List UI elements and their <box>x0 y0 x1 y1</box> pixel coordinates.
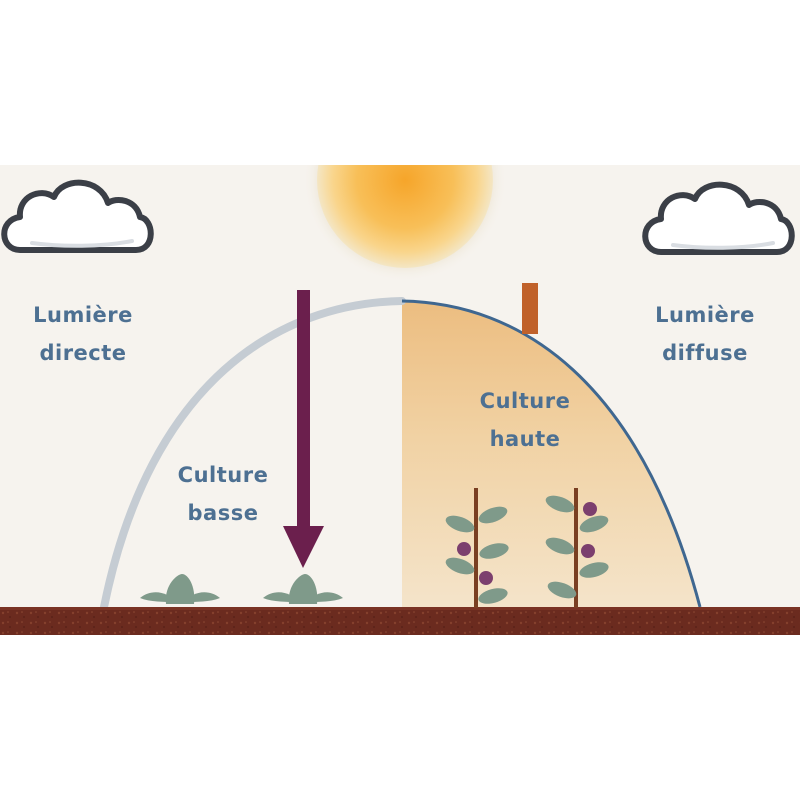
diffuse-light-label: Lumière diffuse <box>630 296 780 372</box>
sun-icon <box>303 165 507 282</box>
low-crop-label: Culture basse <box>148 456 298 532</box>
high-crop-label: Culture haute <box>450 382 600 458</box>
direct-light-label-line2: directe <box>39 341 127 365</box>
arrow-down-icon <box>283 290 324 568</box>
cloud-icon <box>1 179 154 253</box>
high-crop-label-line2: haute <box>489 427 561 451</box>
vent-pipe <box>522 283 538 334</box>
soil-strip <box>0 607 800 635</box>
flower-plant-icon <box>445 488 509 608</box>
greenhouse-frame-right <box>401 299 702 608</box>
diffuse-light-label-line2: diffuse <box>662 341 748 365</box>
diffuse-light-label-line1: Lumière <box>655 303 755 327</box>
direct-light-label: Lumière directe <box>8 296 158 372</box>
high-crop-label-line1: Culture <box>479 389 571 413</box>
low-crop-label-line2: basse <box>187 501 259 525</box>
flower-plant-icon <box>545 488 609 608</box>
low-crop-label-line1: Culture <box>177 463 269 487</box>
cloud-icon <box>642 181 795 255</box>
plant-icon <box>263 574 343 604</box>
direct-light-label-line1: Lumière <box>33 303 133 327</box>
greenhouse-frame-left <box>100 297 406 611</box>
plant-icon <box>140 574 220 604</box>
